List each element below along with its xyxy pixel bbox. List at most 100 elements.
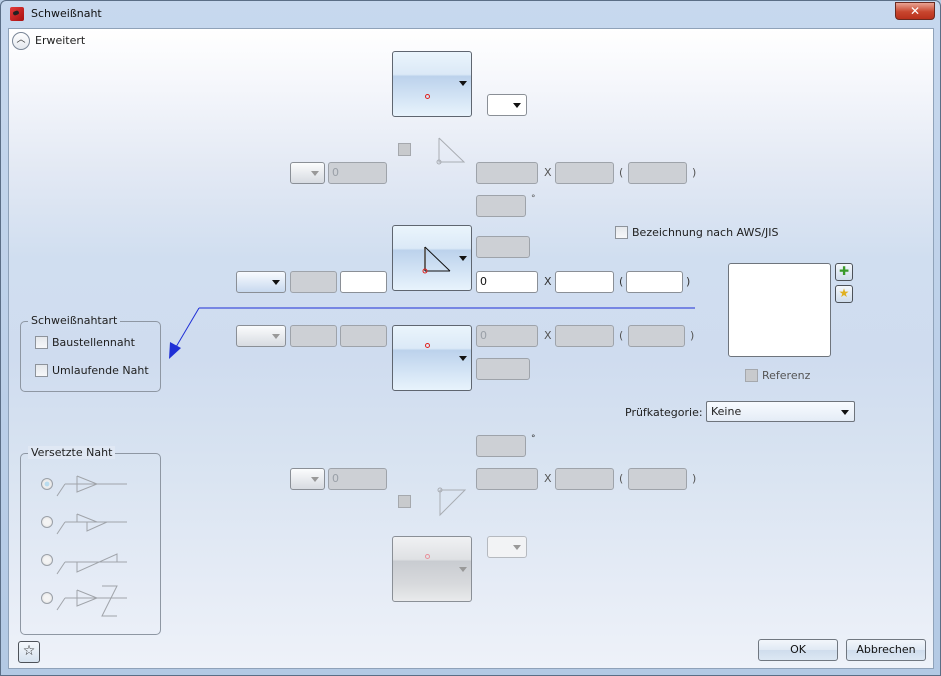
lower-close-paren: ) bbox=[692, 472, 697, 485]
upper-size-field: 0 bbox=[328, 162, 387, 184]
other-field-2 bbox=[340, 325, 387, 347]
lower-fillet-icon bbox=[437, 487, 467, 517]
other-x-separator: X bbox=[544, 329, 552, 342]
ok-button[interactable]: OK bbox=[758, 639, 838, 661]
lower-symbol-combo bbox=[392, 536, 472, 602]
main-prefix-combo[interactable] bbox=[236, 271, 286, 293]
lower-open-paren: ( bbox=[619, 472, 624, 485]
dropdown-arrow-icon bbox=[459, 256, 467, 261]
fillet-weld-icon bbox=[422, 246, 451, 274]
dropdown-arrow-icon bbox=[311, 171, 319, 176]
reference-line-graphic bbox=[169, 307, 695, 359]
close-button[interactable]: ✕ bbox=[895, 2, 935, 20]
expander-label[interactable]: Erweitert bbox=[35, 34, 86, 47]
upper-small-combo[interactable] bbox=[487, 94, 527, 116]
versetzte-naht-radio-1[interactable] bbox=[41, 478, 53, 490]
versetzte-naht-radio-2[interactable] bbox=[41, 516, 53, 528]
lower-checkbox bbox=[398, 495, 411, 508]
main-open-paren: ( bbox=[619, 275, 624, 288]
main-length-field[interactable] bbox=[555, 271, 614, 293]
other-open-paren: ( bbox=[619, 329, 624, 342]
other-spacing-field bbox=[628, 325, 685, 347]
dropdown-arrow-icon bbox=[272, 280, 280, 285]
staggered-weld-option-4-icon bbox=[56, 585, 127, 617]
chevron-up-icon: ︿ bbox=[16, 35, 26, 45]
aws-jis-checkbox[interactable] bbox=[615, 226, 628, 239]
arrow-line bbox=[175, 307, 200, 348]
dropdown-arrow-icon bbox=[272, 334, 280, 339]
lower-small-combo bbox=[487, 536, 527, 558]
referenz-checkbox bbox=[745, 369, 758, 382]
weld-app-icon bbox=[10, 7, 24, 21]
main-symbol-combo[interactable] bbox=[392, 225, 472, 291]
star-icon: ☆ bbox=[22, 643, 36, 659]
other-length-field bbox=[555, 325, 614, 347]
main-size-field[interactable]: 0 bbox=[476, 271, 538, 293]
schweissnahtart-group: Schweißnahtart Baustellennaht Umlaufende… bbox=[20, 314, 161, 392]
baustellennaht-checkbox[interactable] bbox=[35, 336, 48, 349]
dropdown-arrow-icon bbox=[311, 477, 319, 482]
other-bottom-field bbox=[476, 358, 530, 380]
lower-size-field: 0 bbox=[328, 468, 387, 490]
upper-spacing-field bbox=[628, 162, 687, 184]
main-close-paren: ) bbox=[686, 275, 691, 288]
lower-count-field bbox=[555, 468, 614, 490]
other-symbol-combo[interactable] bbox=[392, 325, 472, 391]
upper-open-paren: ( bbox=[619, 166, 624, 179]
pruefkategorie-label: Prüfkategorie: bbox=[625, 406, 703, 419]
upper-angle-field bbox=[476, 195, 526, 217]
upper-symbol-combo[interactable] bbox=[392, 51, 472, 117]
pruefkategorie-value: Keine bbox=[711, 405, 742, 418]
upper-prefix-combo bbox=[290, 162, 325, 184]
reference-listbox[interactable] bbox=[728, 263, 831, 357]
weld-position-dot-icon bbox=[425, 343, 430, 348]
versetzte-naht-radio-3[interactable] bbox=[41, 554, 53, 566]
lower-angle-unit: ° bbox=[531, 434, 536, 444]
favorites-button[interactable]: ☆ bbox=[18, 641, 40, 663]
plus-icon: ✚ bbox=[838, 264, 850, 278]
upper-count-field bbox=[555, 162, 614, 184]
upper-fillet-icon bbox=[436, 137, 466, 165]
lower-length-field bbox=[476, 468, 538, 490]
schweissnahtart-title: Schweißnahtart bbox=[28, 314, 121, 327]
baustellennaht-label[interactable]: Baustellennaht bbox=[52, 336, 135, 349]
cancel-button[interactable]: Abbrechen bbox=[846, 639, 926, 661]
lower-prefix-combo bbox=[290, 468, 325, 490]
star-icon: ★ bbox=[838, 286, 850, 300]
main-field-1 bbox=[290, 271, 337, 293]
dropdown-arrow-icon bbox=[513, 103, 521, 108]
add-reference-button[interactable]: ✚ bbox=[835, 263, 853, 281]
upper-length-field bbox=[476, 162, 538, 184]
umlaufende-naht-checkbox[interactable] bbox=[35, 364, 48, 377]
dropdown-arrow-icon bbox=[459, 81, 467, 86]
upper-angle-unit: ° bbox=[531, 194, 536, 204]
other-size-field: 0 bbox=[476, 325, 538, 347]
dropdown-arrow-icon bbox=[459, 356, 467, 361]
dropdown-arrow-icon bbox=[841, 410, 849, 415]
favorite-reference-button[interactable]: ★ bbox=[835, 285, 853, 303]
lower-spacing-field bbox=[628, 468, 687, 490]
title-bar[interactable]: Schweißnaht ✕ bbox=[1, 1, 940, 27]
lower-x-separator: X bbox=[544, 472, 552, 485]
versetzte-naht-radio-4[interactable] bbox=[41, 592, 53, 604]
weld-position-dot-icon bbox=[425, 554, 430, 559]
arrow-head-icon bbox=[169, 342, 181, 359]
umlaufende-naht-label[interactable]: Umlaufende Naht bbox=[52, 364, 149, 377]
upper-x-separator: X bbox=[544, 166, 552, 179]
upper-checkbox[interactable] bbox=[398, 143, 411, 156]
main-spacing-field[interactable] bbox=[626, 271, 683, 293]
other-field-1 bbox=[290, 325, 337, 347]
main-field-2[interactable] bbox=[340, 271, 387, 293]
staggered-weld-option-2-icon bbox=[56, 513, 127, 535]
dropdown-arrow-icon bbox=[459, 567, 467, 572]
aws-jis-label[interactable]: Bezeichnung nach AWS/JIS bbox=[632, 226, 779, 239]
staggered-weld-option-1-icon bbox=[56, 475, 127, 497]
expander-toggle-button[interactable]: ︿ bbox=[12, 32, 30, 50]
staggered-weld-option-3-icon bbox=[56, 553, 127, 575]
other-close-paren: ) bbox=[690, 329, 695, 342]
dialog-client-area: ︿ Erweitert 0 X ( ) ° Bezeichnung nach A… bbox=[8, 28, 934, 669]
dropdown-arrow-icon bbox=[513, 545, 521, 550]
pruefkategorie-dropdown[interactable]: Keine bbox=[706, 401, 855, 422]
window-title: Schweißnaht bbox=[31, 7, 102, 20]
